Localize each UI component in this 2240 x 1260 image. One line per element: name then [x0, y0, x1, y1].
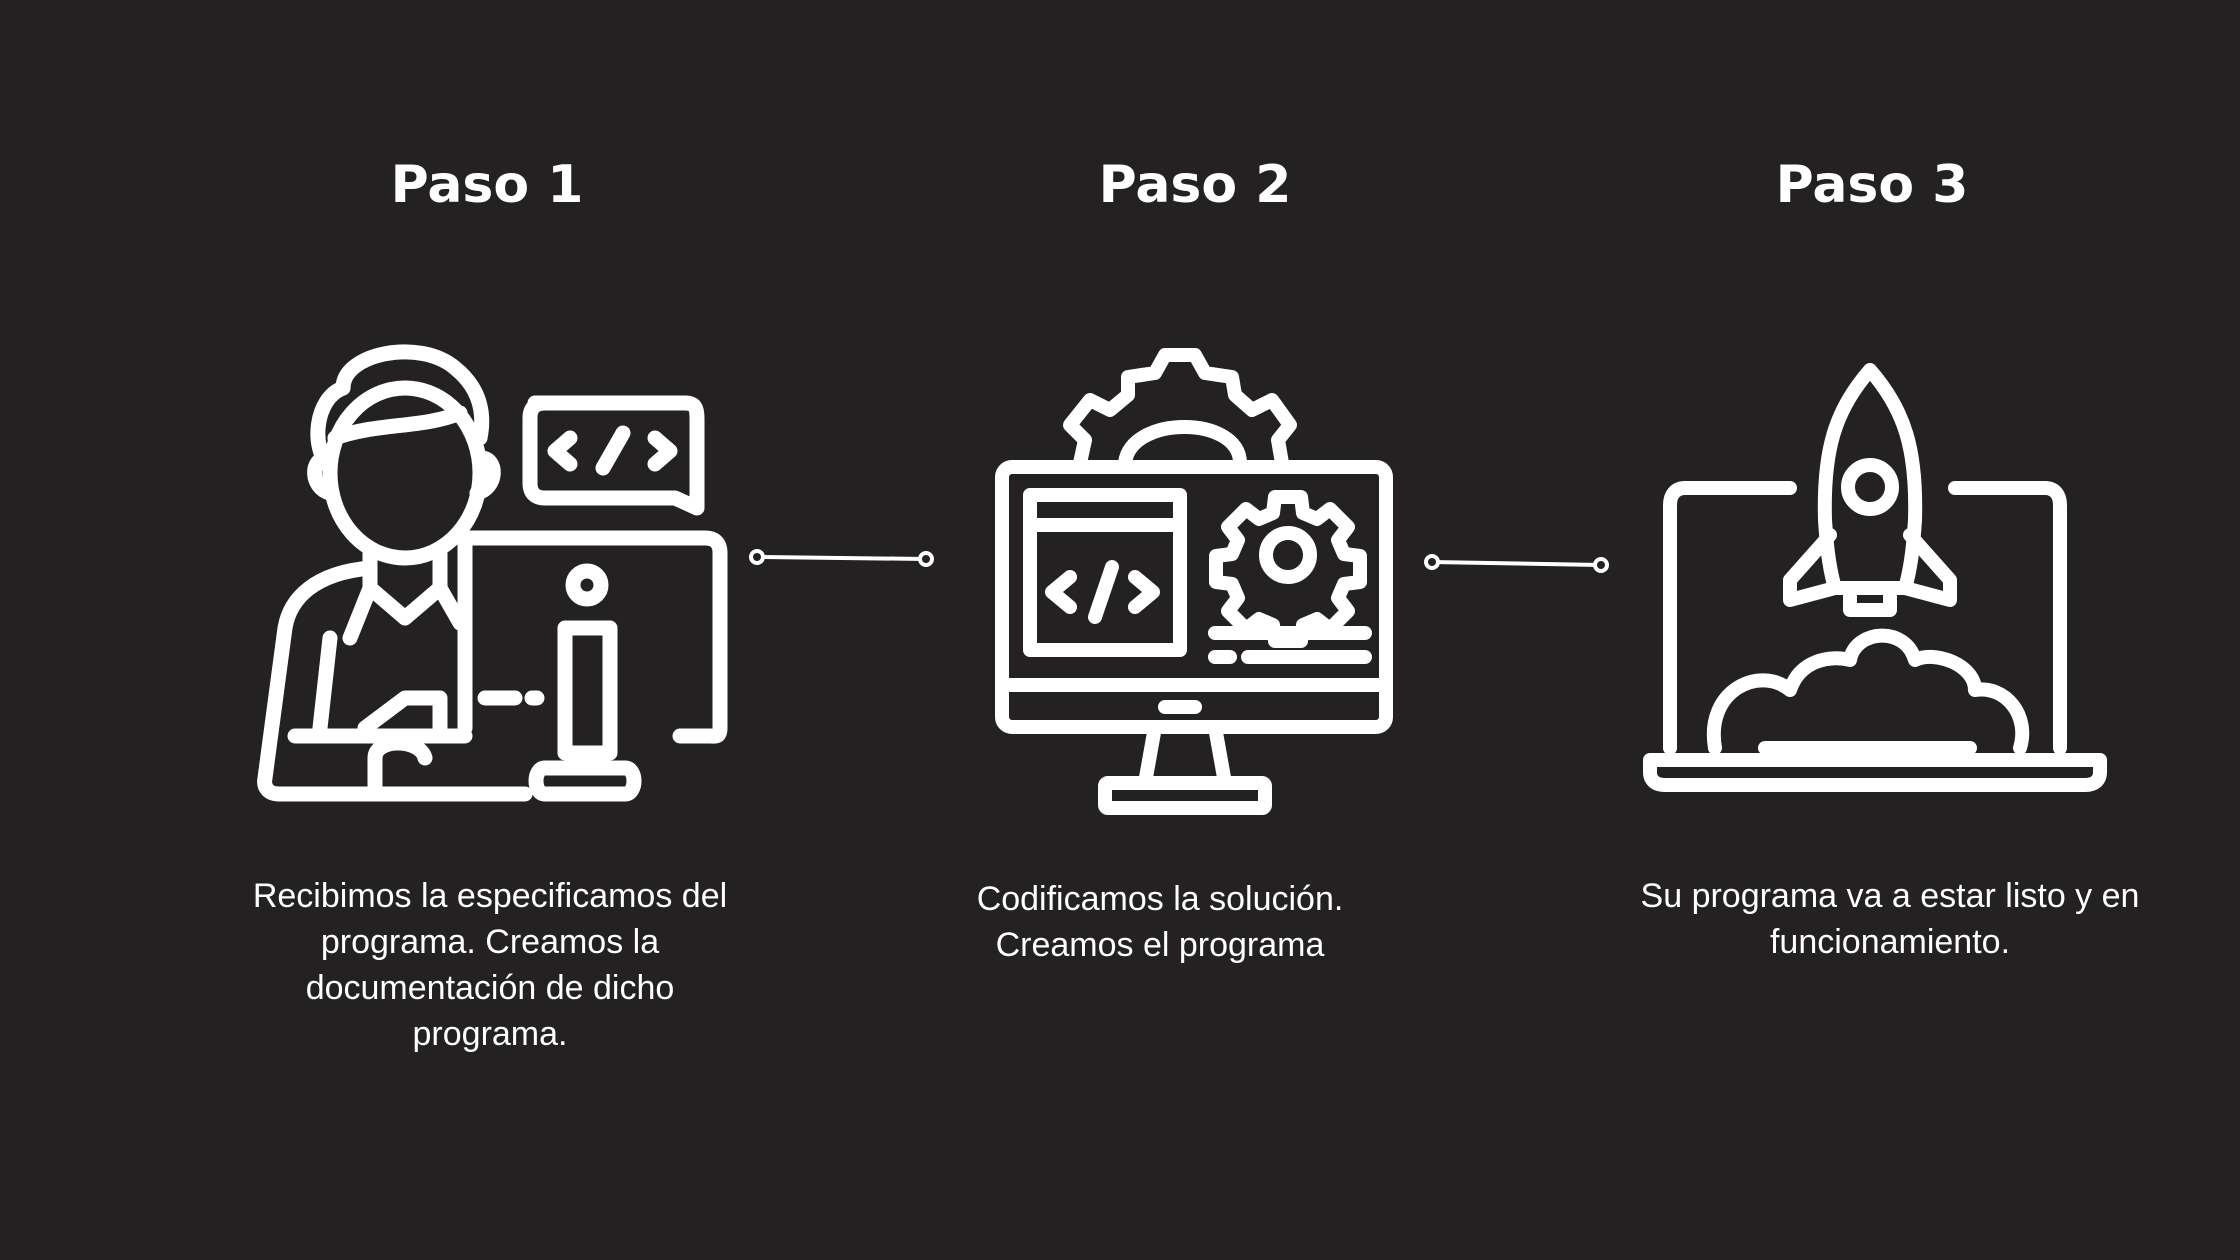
connector-line-2 — [1424, 554, 1609, 573]
monitor-code-gear-icon — [995, 348, 1393, 815]
laptop-rocket-launch-icon — [1643, 363, 2107, 792]
step-1-title: Paso 1 — [390, 155, 584, 215]
step-2-description: Codificamos la solución. Creamos el prog… — [976, 880, 1344, 964]
developer-at-computer-icon — [257, 344, 728, 802]
step-2-title: Paso 2 — [1098, 155, 1292, 215]
step-3-title: Paso 3 — [1775, 155, 1969, 215]
step-3-description: Su programa va a estar listo y en funcio… — [1640, 877, 2140, 961]
step-1-description: Recibimos la especificamos del programa.… — [252, 877, 728, 1053]
connector-line-1 — [749, 549, 934, 567]
